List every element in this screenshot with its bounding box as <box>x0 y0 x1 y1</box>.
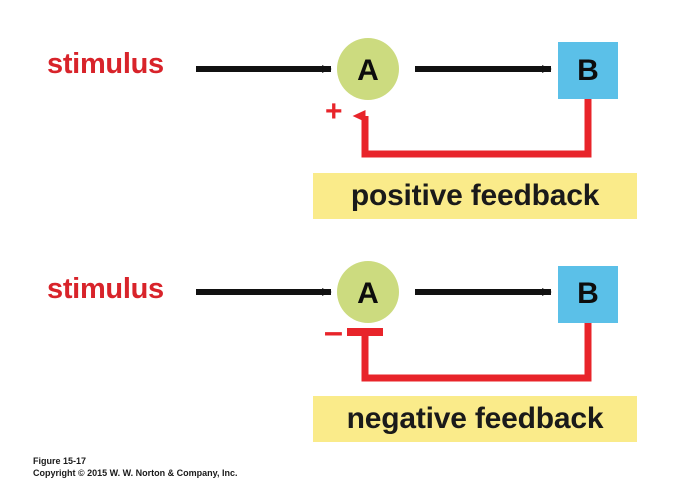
negative-feedback-path <box>361 323 592 382</box>
positive-feedback-path <box>352 99 592 158</box>
minus-sign-icon: – <box>324 313 343 351</box>
node-b-box-top <box>558 42 618 99</box>
stimulus-label-bottom: stimulus <box>47 273 164 305</box>
positive-feedback-banner-label: positive feedback <box>350 179 600 212</box>
negative-feedback-banner-label: negative feedback <box>346 402 604 435</box>
plus-sign-icon: + <box>325 95 343 128</box>
positive-feedback-banner: positive feedback <box>313 173 637 219</box>
figure-footer: Figure 15-17 Copyright © 2015 W. W. Nort… <box>33 455 433 479</box>
negative-feedback-banner: negative feedback <box>313 396 637 442</box>
node-a-circle-top <box>337 38 399 100</box>
node-a-circle-bottom <box>337 261 399 323</box>
copyright-notice: Copyright © 2015 W. W. Norton & Company,… <box>33 468 238 478</box>
figure-number: Figure 15-17 <box>33 456 87 466</box>
node-a-label-bottom: A <box>357 277 379 310</box>
node-b-label-top: B <box>577 54 599 87</box>
node-b-box-bottom <box>558 266 618 323</box>
stimulus-label-top: stimulus <box>47 48 164 80</box>
node-b-label-bottom: B <box>577 277 599 310</box>
node-a-label-top: A <box>357 54 379 87</box>
